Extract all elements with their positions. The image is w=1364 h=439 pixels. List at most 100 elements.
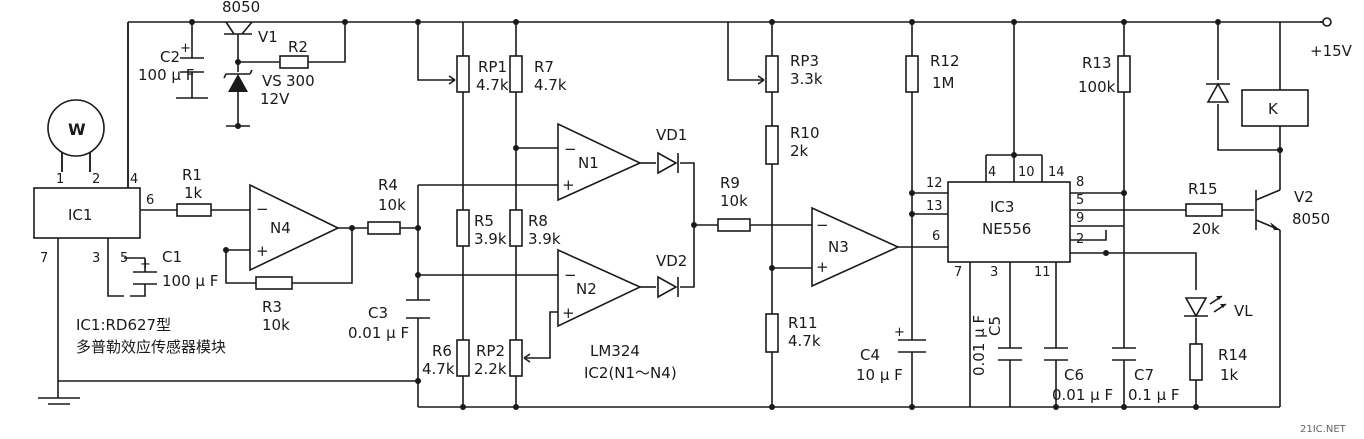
resistor-r10: R10 2k: [765, 124, 820, 165]
led-vl: VL: [1184, 295, 1253, 320]
doppler-sensor-icon: [47, 99, 105, 157]
ic2-label: LM324 IC2(N1～N4): [584, 342, 677, 382]
vs-value: 12V: [260, 90, 290, 108]
ic3-pin-8: 8: [1076, 175, 1084, 190]
n4-plus: +: [256, 242, 269, 260]
ic1-pin-4: 4: [130, 172, 138, 187]
n3-plus: +: [816, 258, 829, 276]
r14-ref: R14: [1218, 346, 1248, 364]
potentiometer-rp2: RP2 2.2k: [474, 339, 531, 378]
rp2-value: 2.2k: [474, 360, 507, 378]
c3-ref: C3: [368, 304, 388, 322]
n1-minus: −: [564, 140, 577, 158]
junctions: [189, 19, 1283, 410]
ic3-pin-10: 10: [1018, 165, 1035, 180]
opamp-n3: − + N3: [811, 206, 900, 288]
resistor-r8: R8 3.9k: [509, 209, 561, 248]
r5-ref: R5: [474, 212, 494, 230]
supply-label: +15V: [1310, 42, 1353, 60]
r11-ref: R11: [788, 314, 818, 332]
r15-ref: R15: [1188, 180, 1218, 198]
r14-value: 1k: [1220, 366, 1239, 384]
resistor-r15: R15 20k: [1185, 180, 1223, 238]
vd2-ref: VD2: [656, 252, 687, 270]
c2-value: 100 μ F: [138, 66, 194, 84]
ic1-ref: IC1: [68, 206, 92, 224]
relay-k: K: [1241, 89, 1309, 127]
ic3-ne556: IC3 NE556 4 10 14 12 13 6 8 5 9 2 7 3 11: [926, 165, 1084, 280]
ic1-pin-5: 5: [120, 251, 128, 266]
vl-ref: VL: [1234, 302, 1253, 320]
watermark: 21IC.NET: [1300, 424, 1347, 435]
ic3-pin-14: 14: [1048, 165, 1065, 180]
opamp-n4: − + N4: [249, 183, 340, 272]
rp3-value: 3.3k: [790, 70, 823, 88]
resistor-r14: R14 1k: [1189, 343, 1248, 384]
resistor-r6: R6 4.7k: [422, 339, 470, 378]
resistor-r2: R2 300: [279, 38, 315, 90]
ic3-pin-9: 9: [1076, 211, 1084, 226]
r9-ref: R9: [720, 174, 740, 192]
diode-vd1: VD1: [656, 126, 687, 175]
r2-ref: R2: [288, 38, 308, 56]
resistor-r4: R4 10k: [367, 176, 406, 235]
r12-ref: R12: [930, 52, 960, 70]
r9-value: 10k: [720, 192, 748, 210]
v1-ref: V1: [258, 28, 278, 46]
c1-value: 100 μ F: [162, 272, 218, 290]
ic3-pin-7: 7: [954, 265, 962, 280]
r8-ref: R8: [528, 212, 548, 230]
n3-ref: N3: [828, 238, 849, 256]
r6-ref: R6: [432, 342, 452, 360]
capacitor-c2: + C2 100 μ F: [138, 41, 204, 84]
c3-value: 0.01 μ F: [348, 324, 409, 342]
caption-line-2: 多普勒效应传感器模块: [76, 338, 226, 356]
c2-ref: C2: [160, 48, 180, 66]
transistor-v2: V2 8050: [1255, 188, 1330, 231]
zener-vs: VS 12V: [223, 69, 290, 108]
ic2-part: LM324: [590, 342, 640, 360]
n2-ref: N2: [576, 280, 597, 298]
r3-ref: R3: [262, 298, 282, 316]
c1-plus: +: [140, 257, 151, 272]
ic3-pin-12: 12: [926, 176, 943, 191]
ic2-desc: IC2(N1～N4): [584, 364, 677, 382]
ic3-pin-3: 3: [990, 265, 998, 280]
c6-value: 0.01 μ F: [1052, 386, 1113, 404]
diode-vd2: VD2: [656, 252, 687, 299]
vs-ref: VS: [262, 72, 282, 90]
ic1-pin-3: 3: [92, 251, 100, 266]
resistor-r11: R11 4.7k: [765, 313, 821, 353]
resistor-r3: R3 10k: [255, 276, 293, 334]
r7-ref: R7: [534, 58, 554, 76]
rp1-ref: RP1: [478, 58, 507, 76]
r7-value: 4.7k: [534, 76, 567, 94]
r1-ref: R1: [182, 166, 202, 184]
vd1-ref: VD1: [656, 126, 687, 144]
r4-value: 10k: [378, 196, 406, 214]
c6-ref: C6: [1064, 366, 1084, 384]
wiring: [38, 21, 1324, 408]
ic3-pin-2: 2: [1076, 232, 1084, 247]
r8-value: 3.9k: [528, 230, 561, 248]
v2-ref: V2: [1294, 188, 1314, 206]
r5-value: 3.9k: [474, 230, 507, 248]
c1-ref: C1: [162, 248, 182, 266]
capacitor-c6: C6 0.01 μ F: [1044, 347, 1113, 404]
ic1-module: W IC1 1 2 4 6 3 5 7: [33, 22, 154, 266]
caption: IC1:RD627型 多普勒效应传感器模块: [76, 316, 226, 356]
r11-value: 4.7k: [788, 332, 821, 350]
c4-ref: C4: [860, 346, 880, 364]
capacitor-c5: C5 0.01 μ F: [970, 315, 1022, 376]
c2-plus: +: [180, 41, 191, 56]
ic3-pin-11: 11: [1034, 265, 1051, 280]
n4-minus: −: [256, 200, 269, 218]
sensor-label: W: [68, 120, 86, 139]
n2-minus: −: [564, 266, 577, 284]
potentiometer-rp1: RP1 4.7k: [448, 55, 509, 94]
r10-value: 2k: [790, 142, 809, 160]
resistor-r5: R5 3.9k: [456, 209, 507, 248]
r13-value: 100k: [1078, 78, 1116, 96]
n3-minus: −: [816, 216, 829, 234]
ic3-pin-5: 5: [1076, 193, 1084, 208]
